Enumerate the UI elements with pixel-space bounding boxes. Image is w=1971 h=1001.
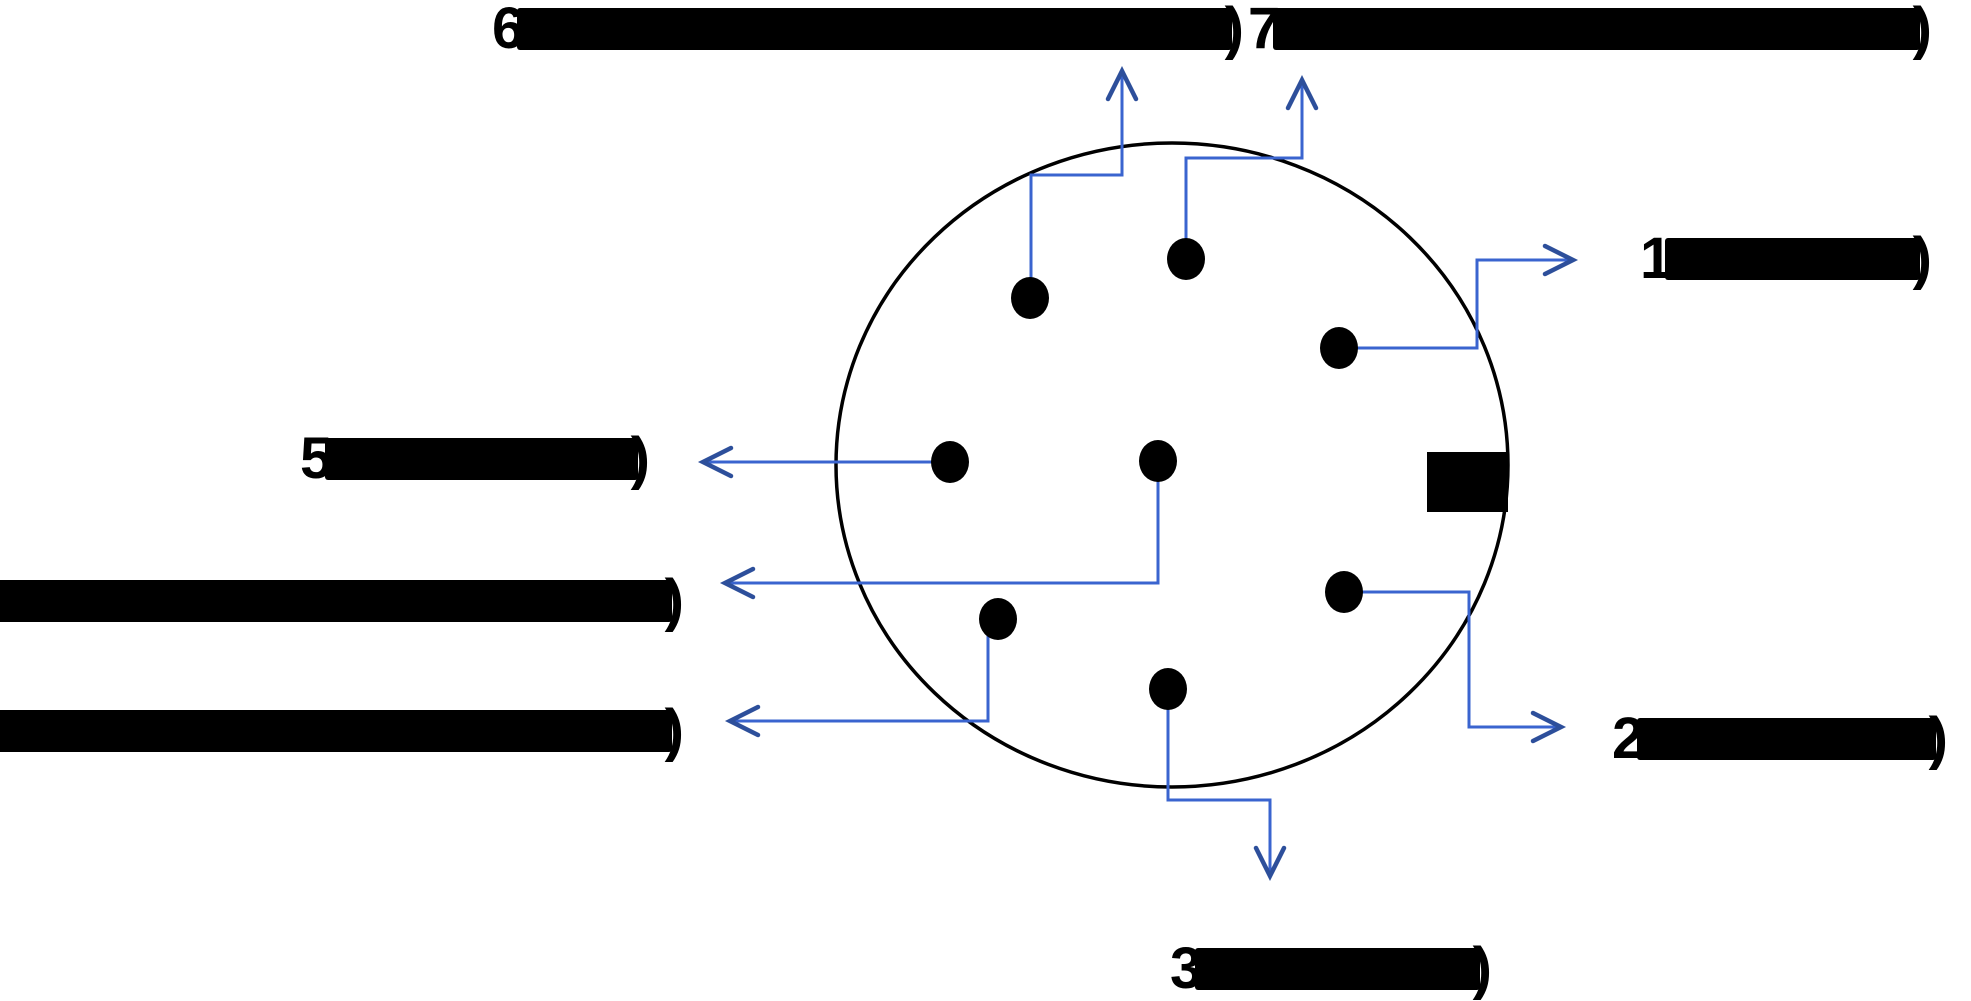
- callout-pin-bottom: [1166, 701, 1287, 882]
- callout-line: [1166, 701, 1272, 872]
- label-suffix: ): [1912, 0, 1932, 61]
- arrow-right-icon: [1542, 243, 1579, 277]
- redacted-bar: [0, 710, 672, 752]
- label-pin-center: ): [0, 572, 684, 630]
- redacted-bar: [325, 438, 638, 480]
- arrow-left-icon: [724, 704, 761, 738]
- arrow-left-icon: [697, 445, 734, 479]
- callout-line: [1029, 74, 1124, 291]
- callout-line: [1357, 590, 1558, 729]
- callout-line: [729, 474, 1160, 585]
- redacted-bar: [0, 580, 672, 622]
- label-suffix: ): [1928, 706, 1948, 771]
- pin-upper-right: [1320, 327, 1358, 369]
- label-pin-top-left: 6 ): [492, 0, 1244, 58]
- arrow-right-icon: [1530, 710, 1567, 744]
- label-pin-right: 1 ): [1640, 230, 1932, 288]
- arrow-down-icon: [1253, 845, 1287, 882]
- pin-lower-right: [1325, 571, 1363, 613]
- redacted-bar: [1637, 718, 1936, 760]
- redacted-bar: [1665, 238, 1920, 280]
- callout-pin-top: [1184, 74, 1319, 251]
- label-pin-lower-right: 2 ): [1612, 710, 1948, 768]
- label-pin-left: 5 ): [300, 430, 650, 488]
- callouts: [697, 65, 1579, 882]
- pin-center: [1139, 440, 1177, 482]
- callout-pin-upper-right: [1351, 243, 1579, 350]
- pin-top-left: [1011, 277, 1049, 319]
- callout-line: [734, 629, 990, 723]
- redacted-bar: [1195, 948, 1480, 990]
- callout-pin-lower-left: [724, 629, 990, 738]
- pin-bottom: [1149, 668, 1187, 710]
- label-pin-top-right: 7 ): [1248, 0, 1932, 58]
- label-suffix: ): [1224, 0, 1244, 61]
- callout-pin-left: [697, 445, 937, 479]
- pin-top: [1167, 238, 1205, 280]
- label-suffix: ): [1472, 936, 1492, 1001]
- callout-line: [1351, 258, 1570, 350]
- arrow-up-icon: [1105, 65, 1139, 102]
- key-notch: [1427, 452, 1508, 512]
- label-pin-lower-left: ): [0, 702, 684, 760]
- arrow-left-icon: [719, 566, 756, 600]
- callout-pin-center: [719, 474, 1160, 600]
- pins: [931, 238, 1363, 710]
- label-suffix: ): [630, 426, 650, 491]
- redacted-bar: [517, 8, 1232, 50]
- label-pin-bottom: 3 ): [1170, 940, 1492, 998]
- pin-lower-left: [979, 598, 1017, 640]
- label-suffix: ): [664, 568, 684, 633]
- label-suffix: ): [664, 698, 684, 763]
- pin-left: [931, 441, 969, 483]
- callout-pin-lower-right: [1357, 590, 1567, 744]
- arrow-up-icon: [1285, 74, 1319, 111]
- redacted-bar: [1273, 8, 1920, 50]
- callout-line: [1184, 83, 1304, 251]
- callout-pin-top-left: [1029, 65, 1139, 291]
- label-suffix: ): [1912, 226, 1932, 291]
